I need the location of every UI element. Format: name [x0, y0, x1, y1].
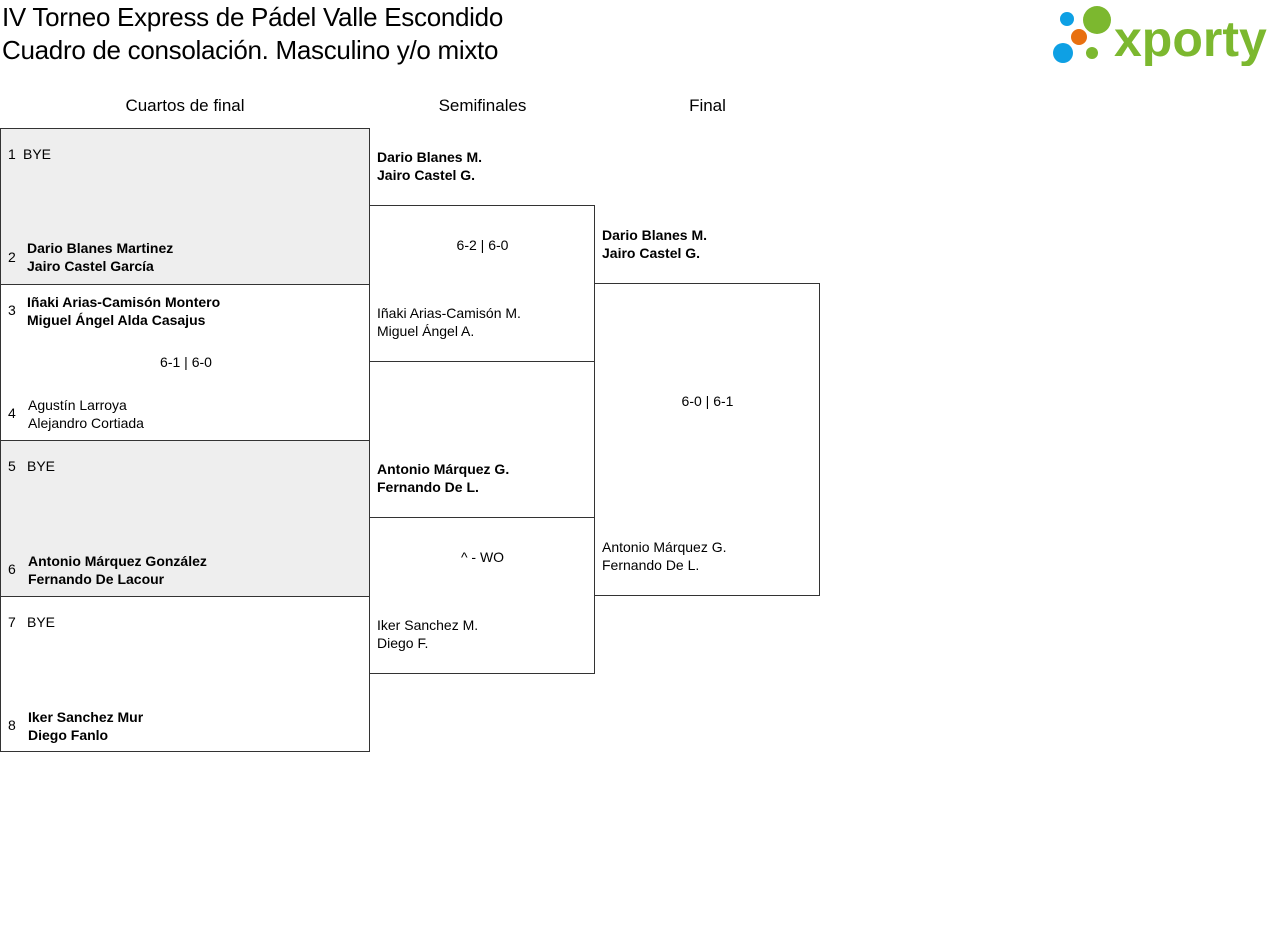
- final-match: 6-0 | 6-1 Antonio Márquez G. Fernando De …: [594, 283, 820, 596]
- team-a: BYE: [27, 613, 55, 631]
- seed-number: 6: [8, 561, 16, 577]
- player: Iñaki Arias-Camisón M.: [377, 305, 521, 321]
- seed-number: 3: [8, 302, 16, 318]
- player: Miguel Ángel Alda Casajus: [27, 312, 206, 328]
- draw-subtitle: Cuadro de consolación. Masculino y/o mix…: [2, 35, 499, 65]
- seed-number: 4: [8, 405, 16, 421]
- player: Alejandro Cortiada: [28, 415, 144, 431]
- match-score: 6-0 | 6-1: [681, 393, 734, 409]
- player: Dario Blanes M.: [377, 149, 483, 165]
- player: Dario Blanes Martinez: [27, 240, 174, 256]
- round-header-quarterfinals: Cuartos de final: [125, 96, 245, 115]
- semifinal-2-team-b: Iker Sanchez M. Diego F.: [377, 616, 478, 652]
- player: Dario Blanes M.: [602, 227, 708, 243]
- semifinal-match-2: ^ - WO Iker Sanchez M. Diego F.: [369, 517, 595, 674]
- tournament-title: IV Torneo Express de Pádel Valle Escondi…: [2, 2, 503, 32]
- player: Fernando De L.: [602, 557, 700, 573]
- player: Antonio Márquez González: [28, 553, 207, 569]
- player: BYE: [23, 146, 52, 162]
- seed-number: 2: [8, 249, 16, 265]
- match-score: ^ - WO: [460, 549, 505, 565]
- player: Agustín Larroya: [28, 397, 127, 413]
- player: Jairo Castel García: [27, 258, 154, 274]
- player: BYE: [27, 458, 56, 474]
- player: Miguel Ángel A.: [377, 323, 475, 339]
- player: Iker Sanchez Mur: [28, 709, 144, 725]
- seed-number: 1: [8, 146, 16, 162]
- xporty-logo: xporty: [1050, 4, 1276, 67]
- team-a: BYE: [27, 457, 55, 475]
- match-score: 6-1 | 6-0: [160, 354, 212, 370]
- final-team-a: Dario Blanes M. Jairo Castel G.: [602, 226, 707, 262]
- player: Jairo Castel G.: [602, 245, 701, 261]
- match-score: 6-2 | 6-0: [456, 237, 509, 253]
- round-header-semifinals: Semifinales: [438, 96, 527, 115]
- semifinal-1-team-b: Iñaki Arias-Camisón M. Miguel Ángel A.: [377, 304, 521, 340]
- player: Iñaki Arias-Camisón Montero: [27, 294, 221, 310]
- final-team-b: Antonio Márquez G. Fernando De L.: [602, 538, 727, 574]
- player: Antonio Márquez G.: [377, 461, 510, 477]
- player: Fernando De L.: [377, 479, 479, 495]
- round-header-final: Final: [689, 96, 726, 115]
- seed-number: 5: [8, 458, 16, 474]
- seed-number: 7: [8, 614, 16, 630]
- player: Diego Fanlo: [28, 727, 109, 743]
- player: Fernando De Lacour: [28, 571, 165, 587]
- semifinal-1-team-a: Dario Blanes M. Jairo Castel G.: [377, 148, 482, 184]
- player: BYE: [27, 614, 56, 630]
- player: Diego F.: [377, 635, 429, 651]
- semifinal-match-1: 6-2 | 6-0 Iñaki Arias-Camisón M. Miguel Á…: [369, 205, 595, 362]
- player: Antonio Márquez G.: [602, 539, 727, 555]
- team-a: BYE: [23, 145, 51, 163]
- player: Iker Sanchez M.: [377, 617, 479, 633]
- player: Jairo Castel G.: [377, 167, 476, 183]
- svg-text:xporty: xporty: [1114, 11, 1267, 66]
- seed-number: 8: [8, 717, 16, 733]
- semifinal-2-team-a: Antonio Márquez G. Fernando De L.: [377, 460, 509, 496]
